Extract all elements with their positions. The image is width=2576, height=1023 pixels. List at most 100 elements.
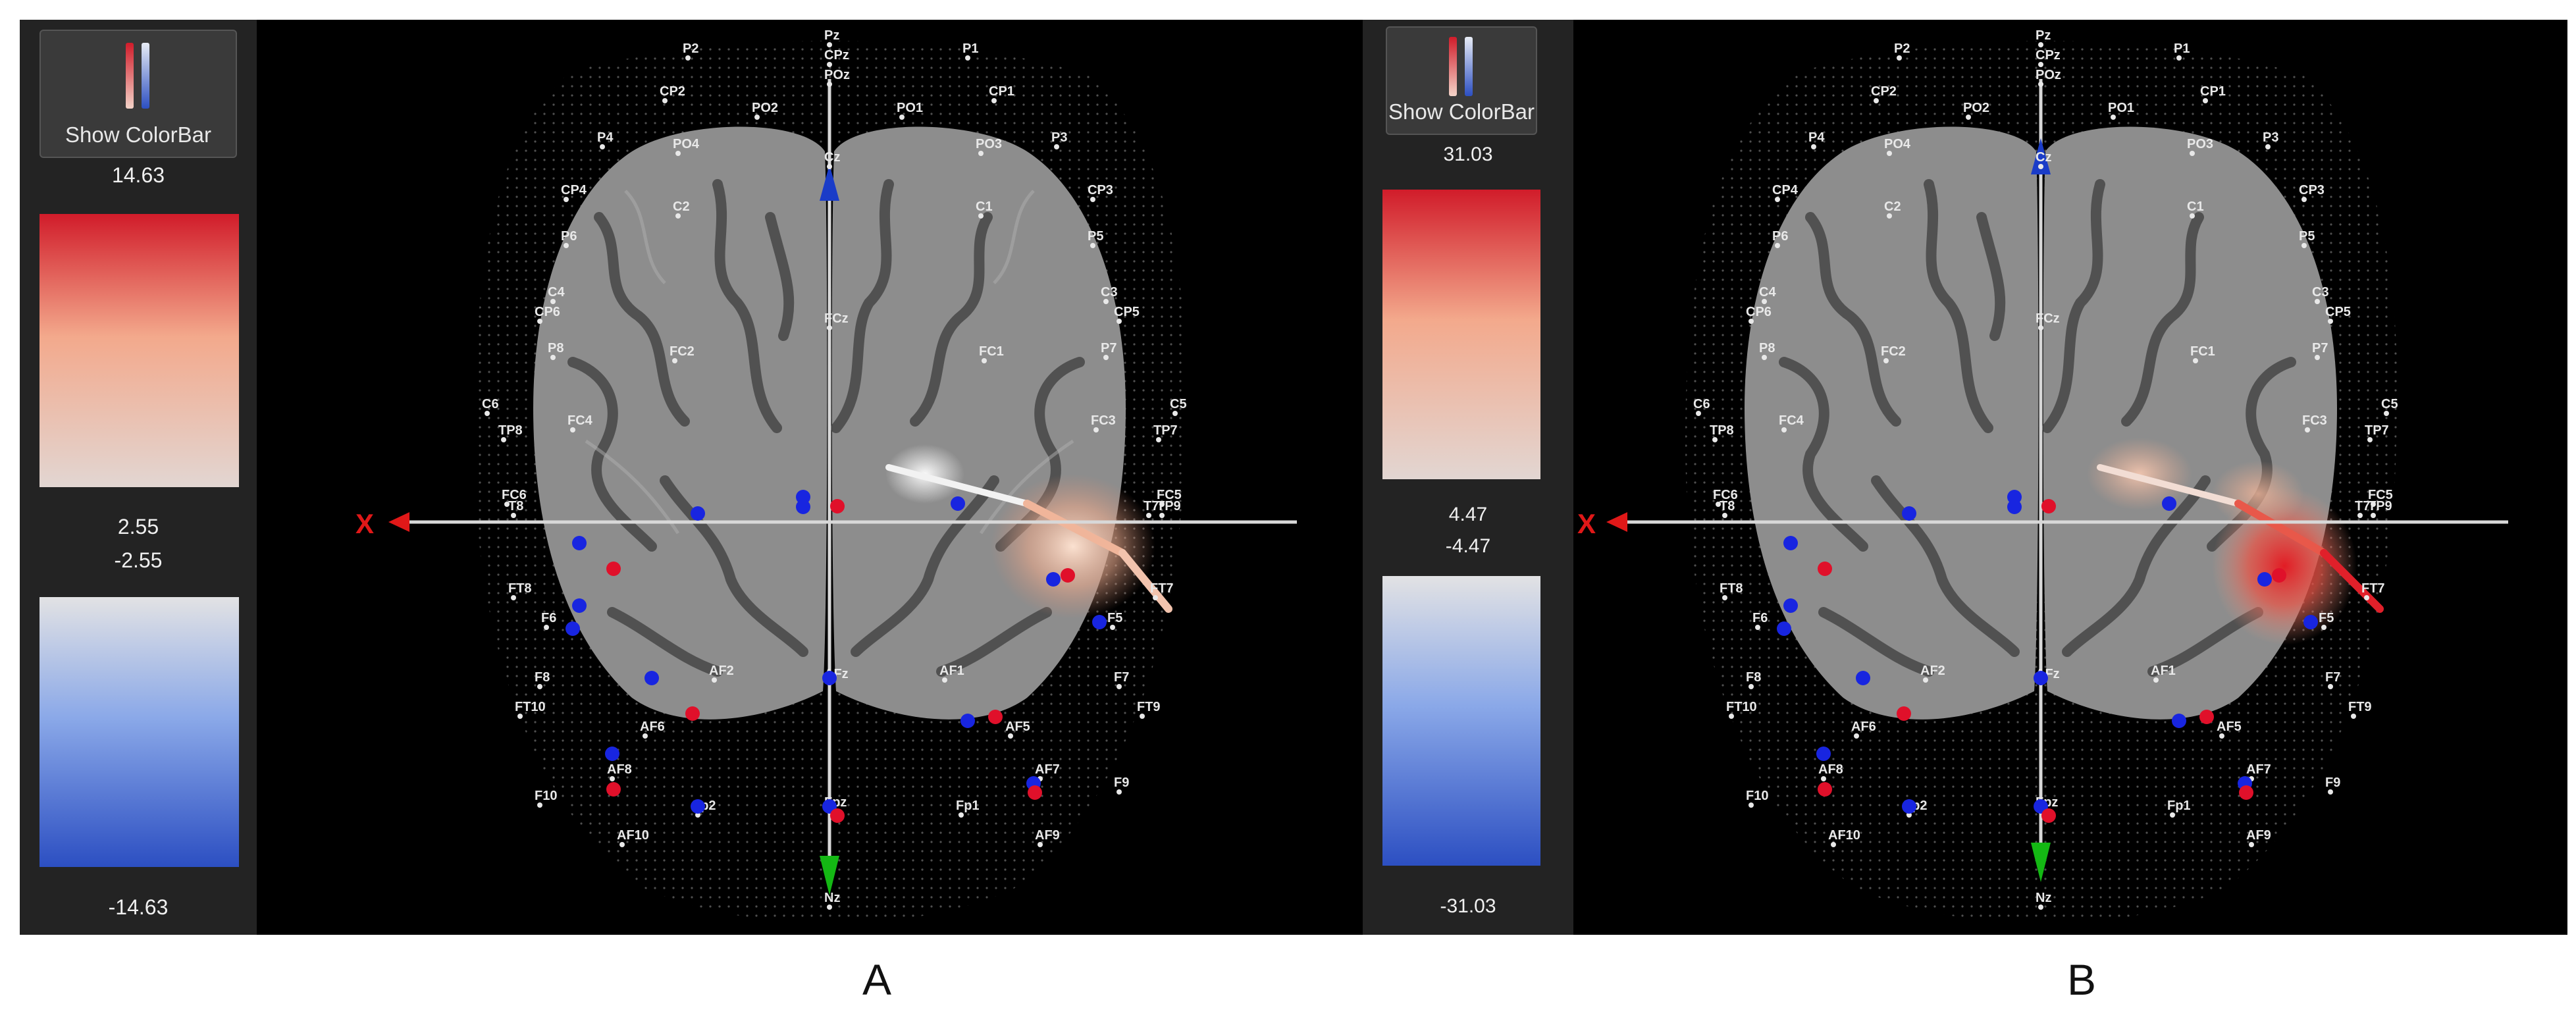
colorbar-negative-gradient bbox=[39, 597, 239, 867]
electrode-label-po4: PO4 bbox=[673, 137, 700, 151]
detector-optode[interactable] bbox=[2303, 615, 2318, 629]
source-optode[interactable] bbox=[830, 499, 845, 513]
source-optode[interactable] bbox=[988, 710, 1003, 724]
electrode-dot bbox=[2038, 905, 2043, 910]
electrode-label-cp6: CP6 bbox=[1746, 305, 1772, 319]
electrode-dot bbox=[1716, 502, 1721, 507]
show-colorbar-button[interactable]: Show ColorBar bbox=[39, 30, 237, 158]
detector-optode[interactable] bbox=[691, 506, 705, 521]
source-optode[interactable] bbox=[606, 562, 621, 576]
electrode-dot bbox=[537, 319, 542, 324]
electrode-label-po3: PO3 bbox=[976, 137, 1002, 151]
detector-optode[interactable] bbox=[1783, 536, 1798, 550]
detector-optode[interactable] bbox=[1856, 671, 1870, 685]
detector-optode[interactable] bbox=[1777, 621, 1791, 636]
detector-optode[interactable] bbox=[572, 536, 587, 550]
electrode-dot bbox=[1146, 513, 1151, 518]
electrode-label-af7: AF7 bbox=[1035, 762, 1060, 777]
detector-optode[interactable] bbox=[2034, 671, 2048, 685]
panel-b-caption: B bbox=[2067, 955, 2097, 1004]
x-axis-arrow-icon bbox=[1606, 512, 1627, 532]
detector-optode[interactable] bbox=[572, 598, 587, 613]
electrode-label-poz: POz bbox=[2036, 68, 2061, 82]
electrode-dot bbox=[2384, 411, 2389, 416]
detector-optode[interactable] bbox=[691, 799, 705, 814]
electrode-label-nz: Nz bbox=[824, 891, 840, 905]
electrode-label-fc3: FC3 bbox=[1091, 413, 1116, 428]
electrode-dot bbox=[675, 213, 681, 219]
electrode-dot bbox=[942, 677, 947, 683]
electrode-label-cz: Cz bbox=[2036, 150, 2051, 165]
detector-optode[interactable] bbox=[1783, 598, 1798, 613]
electrode-label-ft7: FT7 bbox=[1150, 581, 1174, 596]
coordinate-axes: X bbox=[355, 79, 1297, 895]
electrode-dot bbox=[1821, 776, 1826, 781]
electrode-dot bbox=[2328, 684, 2333, 689]
electrode-dot bbox=[610, 776, 615, 781]
electrode-label-p8: P8 bbox=[1759, 341, 1775, 355]
colorbar-neg-min: -14.63 bbox=[108, 895, 169, 919]
electrode-dot bbox=[827, 905, 832, 910]
source-optode[interactable] bbox=[2239, 785, 2253, 800]
source-optode[interactable] bbox=[830, 808, 845, 823]
electrode-label-ft9: FT9 bbox=[1137, 700, 1161, 714]
source-optode[interactable] bbox=[2041, 808, 2056, 823]
detector-optode[interactable] bbox=[2007, 500, 2022, 514]
electrode-dot bbox=[685, 55, 691, 61]
electrode-dot bbox=[1775, 243, 1780, 248]
electrode-label-p1: P1 bbox=[2174, 41, 2190, 56]
electrode-dot bbox=[965, 55, 970, 61]
electrode-label-tp7: TP7 bbox=[2365, 423, 2389, 438]
detector-optode[interactable] bbox=[2172, 714, 2186, 728]
source-optode[interactable] bbox=[2041, 499, 2056, 513]
electrode-dot bbox=[2367, 437, 2373, 442]
electrode-label-tp8: TP8 bbox=[1710, 423, 1734, 438]
electrode-label-c3: C3 bbox=[2312, 285, 2329, 300]
colorbar-neg-min: -31.03 bbox=[1440, 895, 1496, 917]
electrode-label-fc5: FC5 bbox=[1157, 488, 1182, 502]
source-optode[interactable] bbox=[1897, 706, 1911, 721]
electrode-label-t8: T8 bbox=[508, 499, 523, 513]
source-optode[interactable] bbox=[1818, 782, 1832, 797]
electrode-dot bbox=[827, 82, 832, 87]
source-optode[interactable] bbox=[685, 706, 700, 721]
electrode-label-tp8: TP8 bbox=[498, 423, 523, 438]
detector-optode[interactable] bbox=[796, 500, 810, 514]
electrode-label-f7: F7 bbox=[2325, 670, 2340, 685]
detector-optode[interactable] bbox=[2162, 496, 2176, 511]
electrode-dot bbox=[1762, 299, 1767, 304]
detector-optode[interactable] bbox=[1046, 572, 1061, 587]
detector-optode[interactable] bbox=[1902, 506, 1916, 521]
detector-optode[interactable] bbox=[951, 496, 965, 511]
source-optode[interactable] bbox=[1061, 568, 1075, 583]
detector-optode[interactable] bbox=[565, 621, 580, 636]
detector-optode[interactable] bbox=[960, 714, 975, 728]
source-optode[interactable] bbox=[1818, 562, 1832, 576]
source-optode[interactable] bbox=[2199, 710, 2214, 724]
electrode-dot bbox=[600, 144, 605, 149]
source-optode[interactable] bbox=[606, 782, 621, 797]
electrode-dot bbox=[695, 812, 700, 818]
detector-optode[interactable] bbox=[1816, 747, 1831, 761]
electrode-dot bbox=[485, 411, 490, 416]
detector-optode[interactable] bbox=[2257, 572, 2272, 587]
electrode-label-fp1: Fp1 bbox=[2167, 799, 2191, 813]
z-axis-arrow-icon bbox=[2031, 138, 2051, 174]
electrode-dot bbox=[1110, 625, 1115, 630]
electrode-dot bbox=[1729, 714, 1734, 719]
electrode-label-ft8: FT8 bbox=[508, 581, 532, 596]
show-colorbar-button[interactable]: Show ColorBar bbox=[1386, 26, 1537, 135]
source-optode[interactable] bbox=[2272, 568, 2286, 583]
source-optode[interactable] bbox=[1028, 785, 1042, 800]
detector-optode[interactable] bbox=[822, 671, 837, 685]
detector-optode[interactable] bbox=[1902, 799, 1916, 814]
detector-optode[interactable] bbox=[605, 747, 619, 761]
electrode-label-cp2: CP2 bbox=[660, 84, 685, 99]
detector-optode[interactable] bbox=[644, 671, 659, 685]
colorbar-pos-max: 31.03 bbox=[1443, 144, 1493, 165]
electrode-dot bbox=[827, 42, 832, 47]
detector-optode[interactable] bbox=[1092, 615, 1107, 629]
